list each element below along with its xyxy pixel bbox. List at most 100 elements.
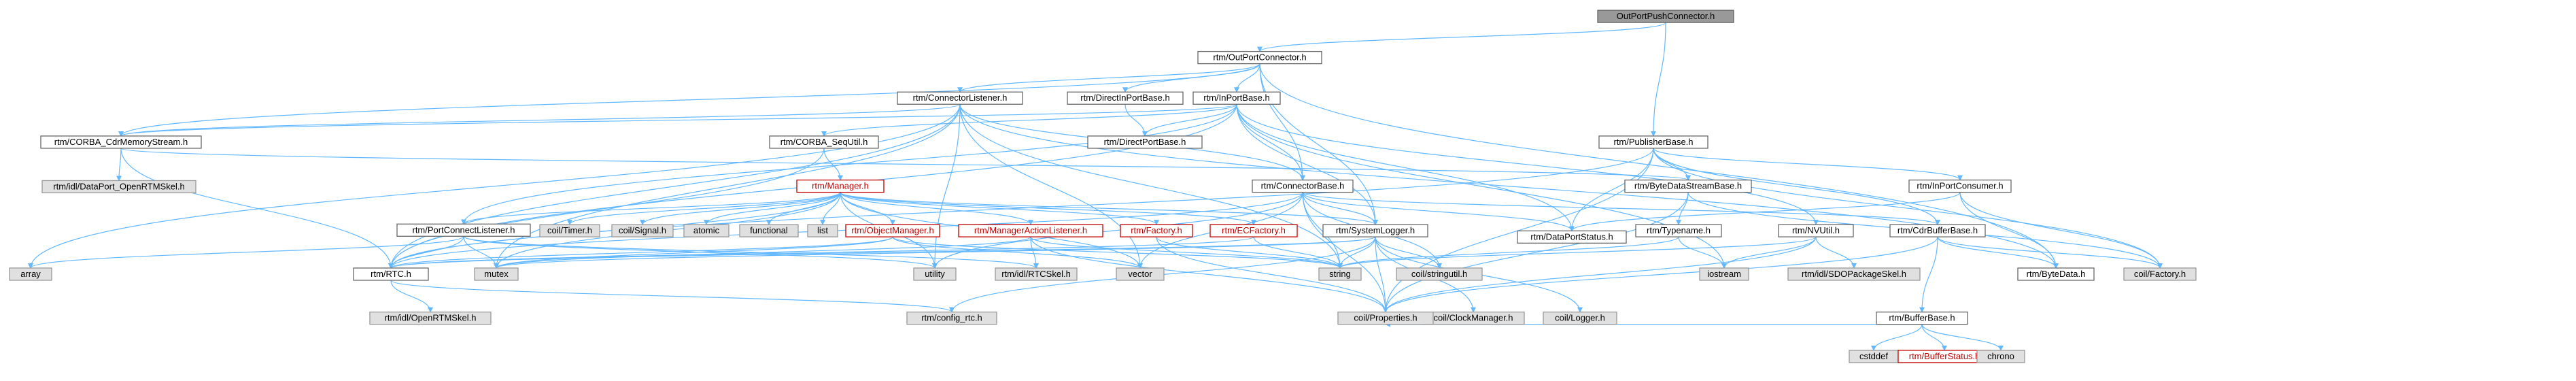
node-cdrmemstream[interactable]: rtm/CORBA_CdrMemoryStream.h [40, 135, 202, 149]
node-rtcskel: rtm/idl/RTCSkel.h [995, 267, 1078, 281]
node-box [1598, 135, 1708, 149]
edge-rtmrtc-to-openrtmskel [390, 280, 433, 313]
node-box [897, 91, 1023, 105]
edge-inportbase-to-systemlogger [1236, 104, 1378, 226]
node-label: rtm/ByteDataStreamBase.h [1634, 181, 1742, 191]
edge-inportconsumer-to-bytedata [1959, 192, 2059, 269]
node-connectorlistener[interactable]: rtm/ConnectorListener.h [897, 91, 1023, 105]
edge-cdrbufferbase-to-bufferbase [1919, 237, 1938, 313]
node-systemlogger[interactable]: rtm/SystemLogger.h [1322, 224, 1428, 237]
edge-manageractionlistener-to-mutex [494, 236, 1031, 269]
node-utility: utility [913, 267, 957, 281]
node-array: array [9, 267, 52, 281]
node-label: rtm/idl/OpenRTMSkel.h [385, 313, 477, 323]
node-directinportbase[interactable]: rtm/DirectInPortBase.h [1067, 91, 1184, 105]
node-label: coil/ClockManager.h [1433, 313, 1513, 323]
node-box [9, 267, 52, 281]
node-coilclockmanager: coil/ClockManager.h [1422, 311, 1525, 325]
edge-bufferbase-to-chrono [1921, 324, 2004, 351]
node-label: rtm/ManagerActionListener.h [974, 225, 1087, 235]
node-portconnectlistener[interactable]: rtm/PortConnectListener.h [396, 223, 531, 237]
node-manageractionlistener[interactable]: rtm/ManagerActionListener.h [958, 224, 1103, 237]
node-ecfactory[interactable]: rtm/ECFactory.h [1209, 224, 1298, 237]
node-objectmanager[interactable]: rtm/ObjectManager.h [845, 224, 940, 237]
node-label: coil/stringutil.h [1411, 269, 1467, 279]
edge-connectorlistener-to-utility [932, 104, 961, 269]
node-label: rtm/Factory.h [1131, 225, 1182, 235]
edge-publisherbase-to-coilfactory [1653, 148, 2163, 269]
node-corbasequtil[interactable]: rtm/CORBA_SeqUtil.h [769, 135, 879, 149]
node-box [1252, 179, 1354, 193]
edge-rtmrtc-to-configrtc [390, 280, 955, 313]
node-directportbase[interactable]: rtm/DirectPortBase.h [1087, 135, 1203, 149]
edge-connectorlistener-to-cdrmemstream [118, 103, 961, 137]
edge-root-to-publisherbase [1651, 22, 1666, 137]
node-label: chrono [1987, 351, 2014, 361]
node-manager[interactable]: rtm/Manager.h [796, 179, 885, 193]
node-publisherbase[interactable]: rtm/PublisherBase.h [1598, 135, 1708, 149]
edge-systemlogger-to-rtmrtc [388, 236, 1376, 269]
node-functional: functional [739, 224, 799, 237]
node-box [1116, 267, 1165, 281]
node-bufferbase[interactable]: rtm/BufferBase.h [1876, 311, 1968, 325]
node-box [958, 224, 1103, 237]
node-cdrbufferbase[interactable]: rtm/CdrBufferBase.h [1889, 224, 1986, 237]
node-label: rtm/DirectPortBase.h [1104, 137, 1186, 147]
edge-publisherbase-to-inportconsumer [1653, 148, 1963, 181]
edge-outportconnector-to-connectorlistener [957, 63, 1260, 93]
node-typename[interactable]: rtm/Typename.h [1635, 224, 1722, 237]
node-box [683, 224, 729, 237]
node-root[interactable]: OutPortPushConnector.h [1597, 10, 1734, 23]
node-label: coil/Properties.h [1354, 313, 1417, 323]
node-label: rtm/Manager.h [812, 181, 869, 191]
node-dataportstatus[interactable]: rtm/DataPortStatus.h [1517, 230, 1627, 244]
edge-inportbase-to-directportbase [1142, 104, 1237, 137]
node-inportbase[interactable]: rtm/InPortBase.h [1192, 91, 1281, 105]
node-label: rtm/idl/RTCSkel.h [1001, 269, 1071, 279]
node-nvutil[interactable]: rtm/NVUtil.h [1778, 224, 1854, 237]
edge-corbasequtil-to-manager [823, 148, 843, 181]
edge-manager-to-coiltimer [567, 192, 841, 226]
edge-publisherbase-to-dataportstatus [1569, 148, 1654, 232]
node-box [539, 224, 600, 237]
node-box [611, 224, 674, 237]
node-box [796, 179, 885, 193]
edge-inportbase-to-dataportstatus [1236, 104, 1575, 232]
edge-bufferbase-to-bufferstatus [1921, 324, 1947, 351]
edge-directinportbase-to-directportbase [1124, 104, 1148, 137]
node-box [1699, 267, 1749, 281]
edge-manager-to-portconnectlistener [461, 192, 841, 225]
node-rtmrtc[interactable]: rtm/RTC.h [353, 267, 429, 281]
node-label: coil/Timer.h [547, 225, 592, 235]
node-bytedata[interactable]: rtm/ByteData.h [2017, 267, 2095, 281]
node-label: coil/Factory.h [2134, 269, 2186, 279]
node-label: rtm/NVUtil.h [1792, 225, 1840, 235]
node-inportconsumer[interactable]: rtm/InPortConsumer.h [1908, 179, 2012, 193]
edge-outportconnector-to-systemlogger [1259, 63, 1378, 226]
edge-cdrbufferbase-to-coilproperties [1383, 237, 1938, 313]
node-box [1543, 311, 1617, 325]
node-connectorbase[interactable]: rtm/ConnectorBase.h [1252, 179, 1354, 193]
node-label: vector [1128, 269, 1152, 279]
edge-inportbase-to-cdrmemstream [118, 103, 1237, 137]
node-box [1322, 224, 1428, 237]
node-box [845, 224, 940, 237]
edge-inportbase-to-connectorbase [1236, 104, 1305, 181]
node-label: rtm/ByteData.h [2027, 269, 2086, 279]
edge-objectmanager-to-vector [892, 236, 1143, 269]
edge-factory-to-coilproperties [1156, 237, 1388, 313]
node-box [474, 267, 519, 281]
edge-cdrmemstream-to-bytedatastreambase [120, 148, 1691, 181]
edge-cdrmemstream-to-rtmrtc [120, 148, 394, 269]
edge-connectorlistener-to-bytedata [959, 104, 2059, 269]
node-factory[interactable]: rtm/Factory.h [1120, 224, 1193, 237]
edge-connectorlistener-to-rtmrtc [388, 104, 961, 269]
node-bytedatastreambase[interactable]: rtm/ByteDataStreamBase.h [1624, 179, 1752, 193]
node-outportconnector[interactable]: rtm/OutPortConnector.h [1197, 50, 1322, 65]
edge-connectorbase-to-coilproperties [1302, 192, 1388, 313]
node-bufferstatus[interactable]: rtm/BufferStatus.h [1897, 350, 1991, 363]
node-label: coil/Signal.h [619, 225, 666, 235]
edge-connectorlistener-to-string [959, 104, 1343, 269]
node-atomic: atomic [683, 224, 729, 237]
node-label: string [1329, 269, 1351, 279]
